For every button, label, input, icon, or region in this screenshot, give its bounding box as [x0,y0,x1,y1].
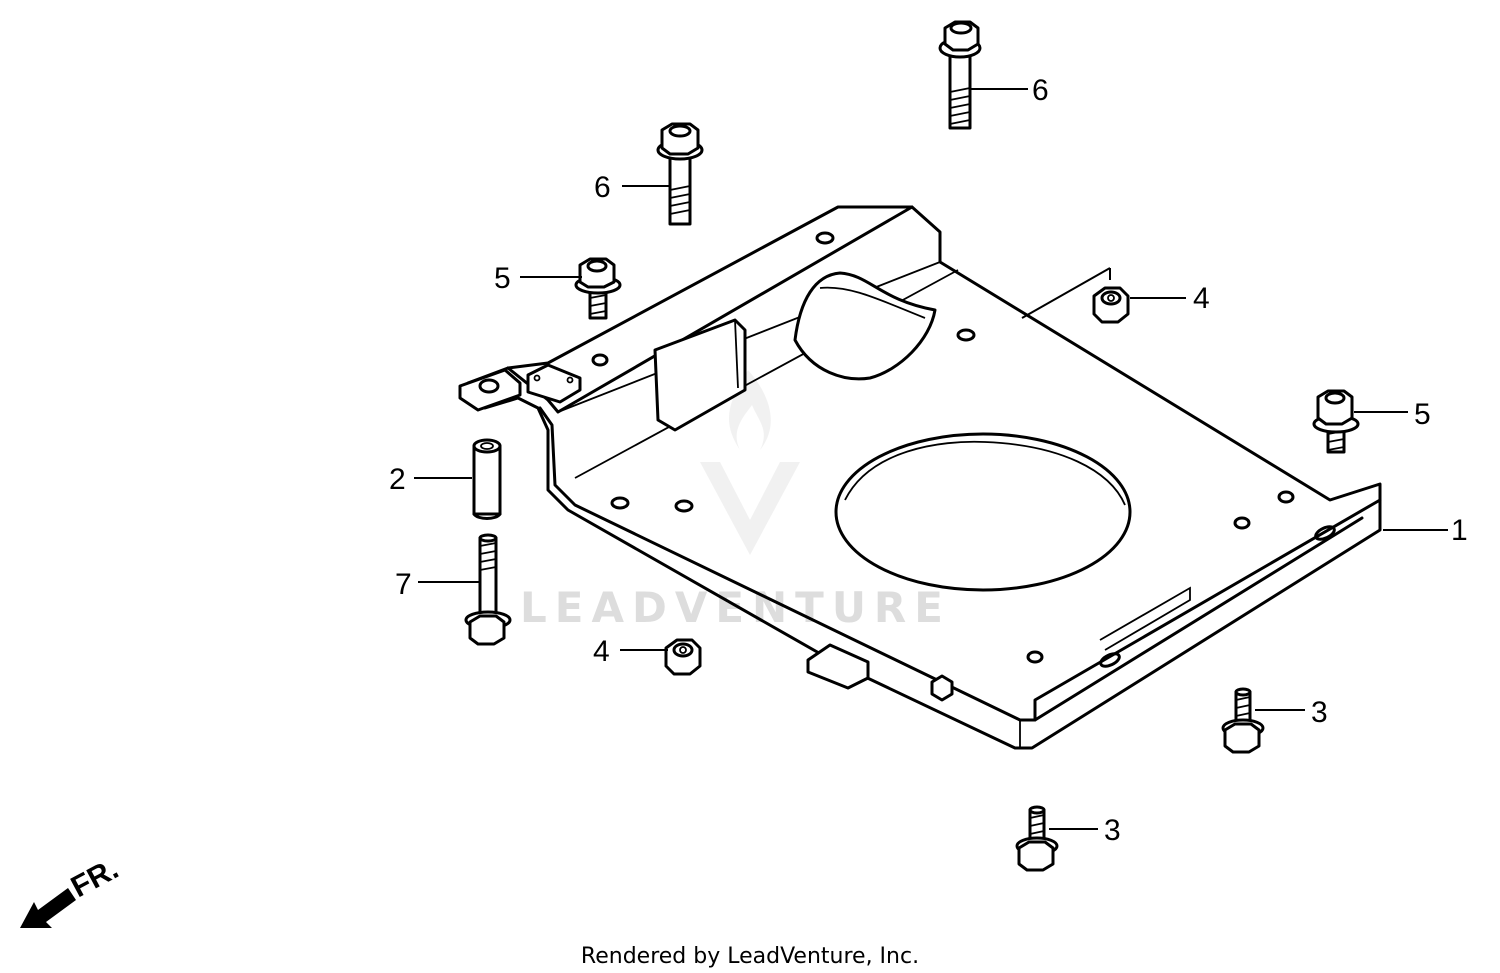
footer-credit: Rendered by LeadVenture, Inc. [581,944,919,969]
mounting-plate [458,205,1382,750]
callout-5-left: 5 [494,262,511,295]
watermark-text: LEADVENTURE [520,583,951,632]
callout-4-lower: 4 [593,635,610,668]
watermark: LEADVENTURE [520,370,951,632]
bolt-3-lower [1015,805,1059,872]
mounting-holes [591,231,1336,668]
callout-7: 7 [395,568,412,601]
callout-5-right: 5 [1414,398,1431,431]
front-direction-indicator: FR. [20,852,124,928]
bolt-3-right [1221,687,1265,754]
bolt-6-upper [938,20,982,130]
callout-3-right: 3 [1311,696,1328,729]
nut-4-upper [1092,286,1130,324]
bolt-5-left [574,257,622,320]
bolt-5-right [1312,389,1360,454]
front-arrow-icon [20,888,76,928]
nut-4-lower [664,638,702,676]
bolt-6-lower [656,122,704,226]
bolt-7 [464,533,512,646]
callout-3-lower: 3 [1104,814,1121,847]
callout-numbers: 1 2 3 3 4 4 5 5 6 6 7 [389,74,1468,847]
callout-2: 2 [389,463,406,496]
callout-4-upper: 4 [1193,282,1210,315]
callout-1: 1 [1451,514,1468,547]
callout-6-upper: 6 [1032,74,1049,107]
spacer-2 [472,438,502,520]
callout-6-lower: 6 [594,171,611,204]
leader-lines [414,88,1448,830]
front-label: FR. [66,852,124,904]
